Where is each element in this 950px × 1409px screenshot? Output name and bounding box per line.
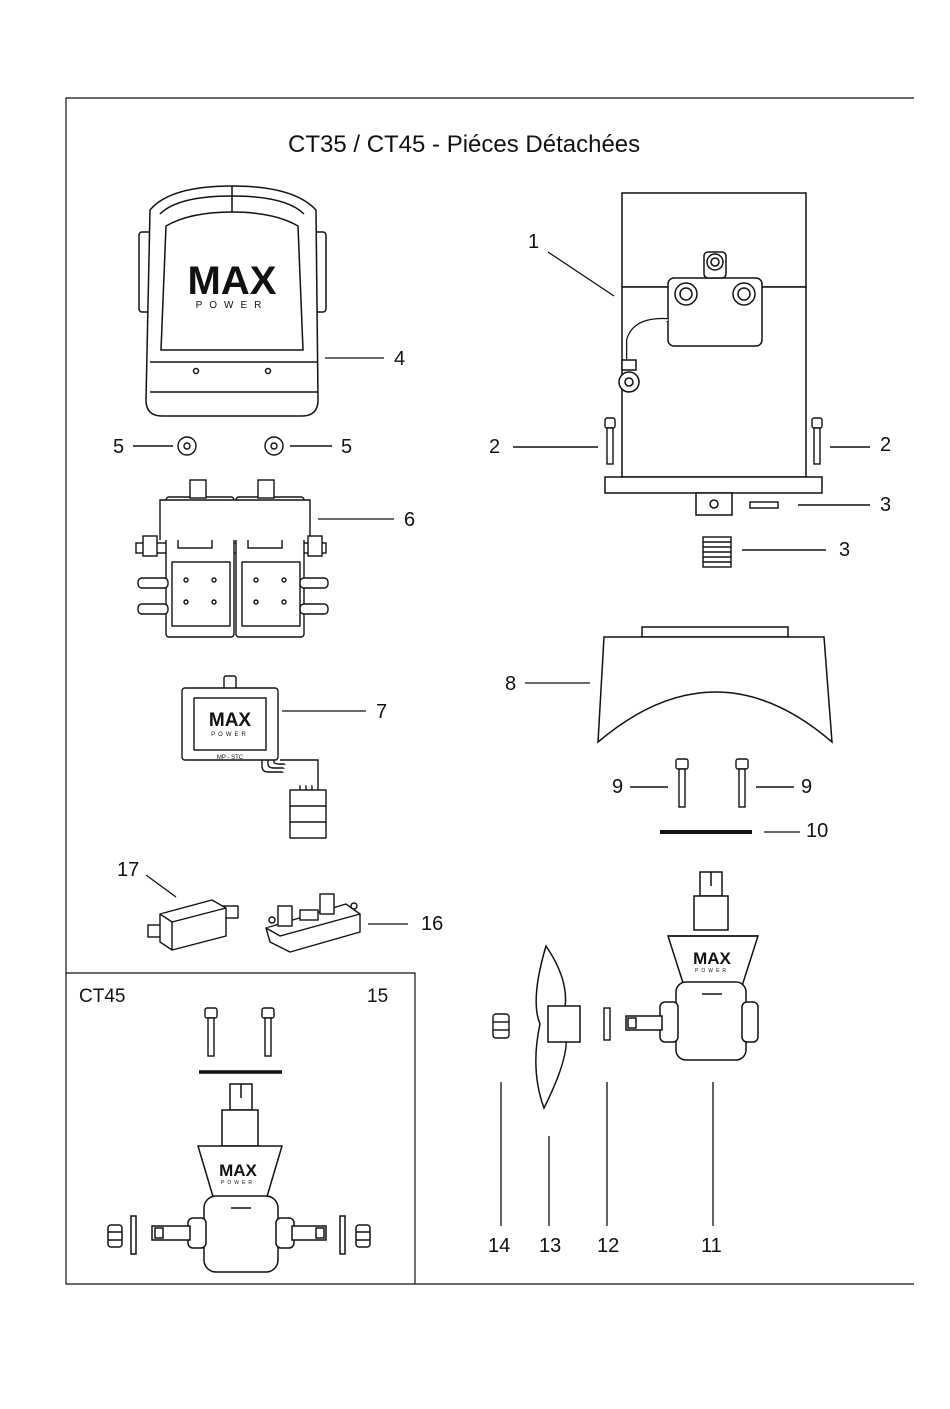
callout-14: 14 [488, 1236, 510, 1256]
callout-17: 17 [117, 860, 139, 880]
solenoid-drawing [136, 480, 328, 637]
callout-1: 1 [528, 232, 539, 252]
callout-3-a: 3 [880, 495, 891, 515]
callout-8: 8 [505, 674, 516, 694]
propeller-drawing [536, 946, 580, 1108]
callout-6: 6 [404, 510, 415, 530]
logo-max-text: MAX [188, 259, 277, 303]
callout-13: 13 [539, 1236, 561, 1256]
fuse-drawing [148, 900, 238, 950]
callout-10: 10 [806, 821, 828, 841]
logo-power-gearleg: POWER [695, 968, 729, 974]
callout-9-left: 9 [612, 777, 623, 797]
callout-7: 7 [376, 702, 387, 722]
nut-drawing [493, 1014, 509, 1038]
logo-max-ct45: MAX [219, 1161, 257, 1180]
callout-3-b: 3 [839, 540, 850, 560]
logo-power-controller: POWER [211, 732, 249, 738]
inset-part-number: 15 [367, 986, 388, 1008]
page-title: CT35 / CT45 - Piéces Détachées [288, 132, 640, 158]
inset-variant-label: CT45 [79, 986, 125, 1008]
logo-max-gearleg: MAX [693, 949, 731, 968]
callout-9-right: 9 [801, 777, 812, 797]
callout-4: 4 [394, 349, 405, 369]
logo-power-ct45: POWER [221, 1180, 255, 1186]
logo-power-text: POWER [196, 300, 269, 311]
callout-11: 11 [701, 1236, 722, 1256]
callout-16: 16 [421, 914, 443, 934]
max-power-logo-cover: MAX POWER [188, 259, 277, 311]
fuse-holder-drawing [266, 894, 360, 952]
controller-drawing [182, 676, 326, 838]
callout-2-left: 2 [489, 437, 500, 457]
callout-2-right: 2 [880, 435, 891, 455]
ct45-bolts-drawing [205, 1008, 274, 1056]
callout-5-left: 5 [113, 437, 124, 457]
tunnel-bolts-drawing [630, 759, 794, 807]
callout-5-right: 5 [341, 437, 352, 457]
controller-code-text: MP - STC [217, 755, 244, 761]
washer-12-drawing [604, 1008, 610, 1040]
gearleg-drawing [626, 872, 758, 1060]
motor-drawing [605, 193, 822, 515]
callout-12: 12 [597, 1236, 619, 1256]
washers-drawing [133, 437, 332, 455]
logo-max-controller: MAX [209, 710, 252, 731]
tunnel-drawing [598, 627, 832, 742]
